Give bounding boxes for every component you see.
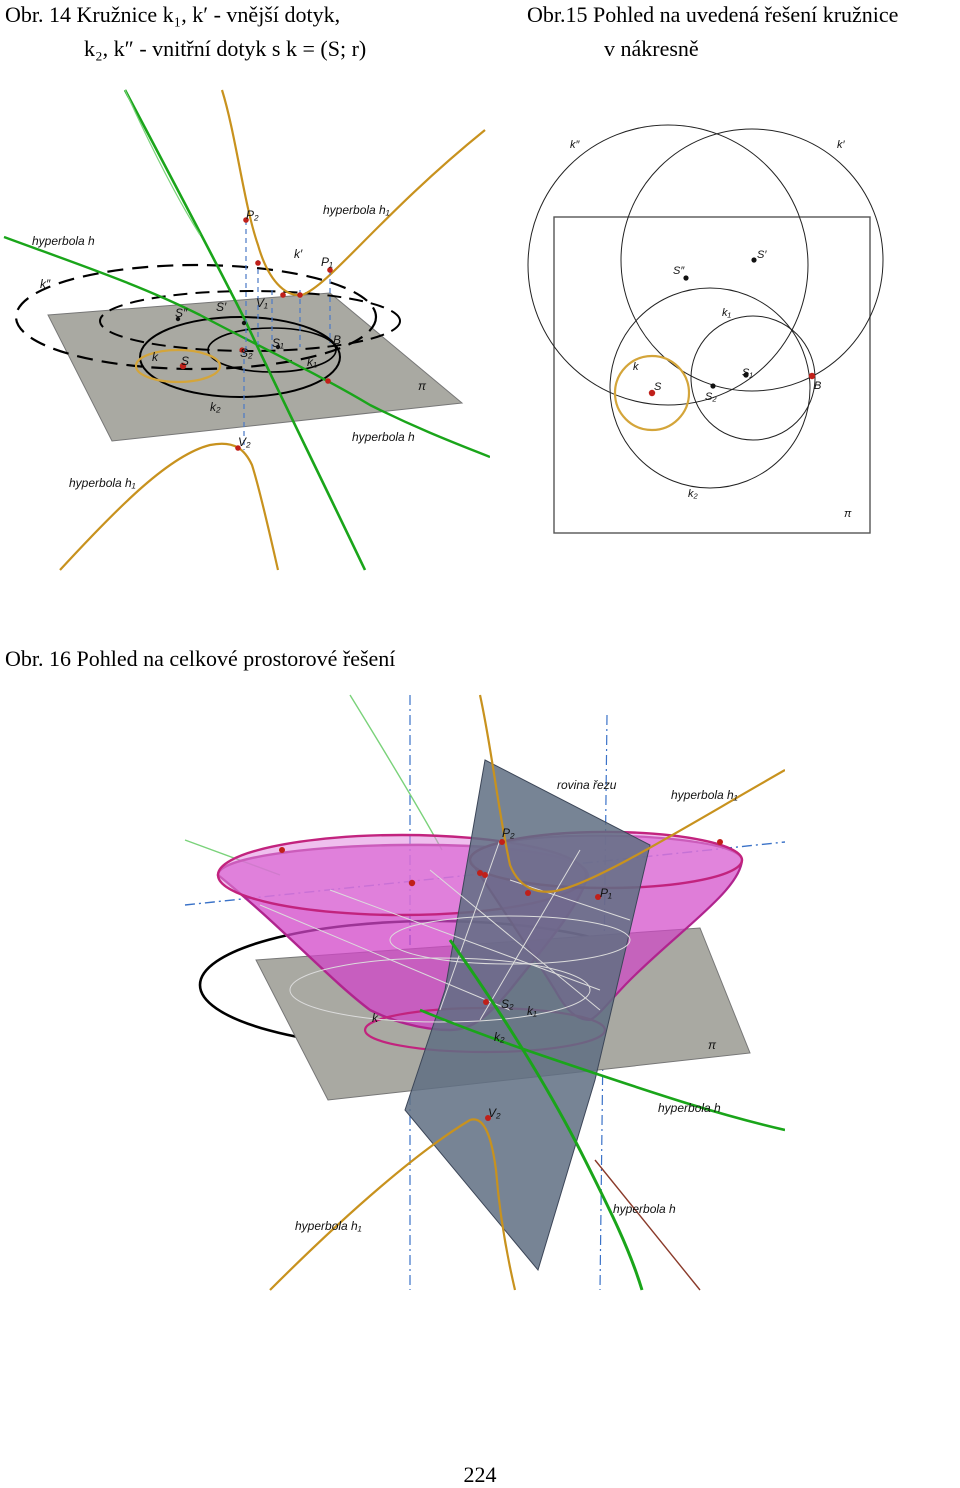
label-P1: P₁: [600, 886, 612, 900]
label-k2: k₂: [494, 1030, 505, 1044]
fig14-diagram: hyperbola h₁ hyperbola h k″ k′ P₂ P₁ S″ …: [3, 89, 490, 571]
label-B: B: [814, 380, 821, 392]
circle-k-double-prime: [14, 263, 378, 371]
label-S2: S₂: [240, 346, 253, 360]
fig16-diagram: rovina řezu hyperbola h₁ P₂ P₁ S₂ k₁ k k…: [184, 694, 785, 1291]
label-k-double-prime: k″: [570, 139, 581, 151]
label-V1: V₁: [256, 296, 268, 310]
hyperbola-h-line: [123, 89, 367, 571]
label-k1: k₁: [722, 307, 732, 319]
hyperbola-h1-upper: [478, 694, 785, 893]
label-k-double-prime: k″: [40, 277, 51, 291]
hyperbola-h-branch: [419, 1008, 785, 1132]
label-pi: π: [418, 379, 427, 393]
label-S: S: [654, 381, 662, 393]
label-S-double-prime: S″: [175, 306, 188, 320]
label-hyperbola-h1-top: hyperbola h₁: [323, 203, 390, 217]
circle-k-double-prime: [527, 124, 809, 406]
label-hyperbola-h1-top: hyperbola h₁: [671, 788, 738, 802]
label-k1: k₁: [527, 1004, 537, 1018]
label-S1: S₁: [272, 336, 284, 350]
label-hyperbola-h-right: hyperbola h: [658, 1101, 721, 1115]
page-number: 224: [463, 1462, 497, 1487]
label-S-prime: S′: [216, 300, 227, 314]
label-S2: S₂: [501, 997, 514, 1011]
label-V2: V₂: [238, 435, 251, 449]
centers: [683, 257, 757, 389]
label-B: B: [333, 333, 341, 347]
vertical-projection-lines: [243, 220, 331, 450]
label-P2: P₂: [246, 208, 259, 222]
label-P1: P₁: [321, 255, 333, 269]
label-hyperbola-h-bottom: hyperbola h: [613, 1202, 676, 1216]
fig14-caption-line1: Obr. 14 Kružnice k₁, k′ - vnější dotyk,: [5, 2, 341, 27]
fig15-diagram: k″ k′ S″ S′ k₁ k S₁ S S₂ B k₂ π: [527, 124, 884, 534]
label-k2: k₂: [688, 488, 699, 500]
circle-k2: [609, 287, 811, 489]
label-pi: π: [708, 1038, 717, 1052]
label-S1: S₁: [742, 367, 753, 379]
circle-k-prime: [99, 290, 401, 352]
fig14-caption-line2: k₂, k″ - vnitřní dotyk s k = (S; r): [84, 36, 367, 61]
label-k-prime: k′: [294, 247, 303, 261]
circle-k: [613, 354, 691, 432]
label-rovina-rezu: rovina řezu: [557, 778, 617, 792]
fig16-caption: Obr. 16 Pohled na celkové prostorové řeš…: [5, 646, 396, 671]
centers: [175, 316, 281, 350]
label-hyperbola-h1-bottom: hyperbola h₁: [69, 476, 136, 490]
label-V2: V₂: [488, 1106, 501, 1120]
points: [179, 217, 333, 451]
construction-lines: [259, 839, 631, 1023]
label-k1: k₁: [307, 355, 317, 369]
plane-pi-rect: [553, 216, 871, 534]
hyperbola-h1-lower: [59, 442, 280, 571]
label-S: S: [181, 354, 189, 368]
label-hyperbola-h-left: hyperbola h: [32, 234, 95, 248]
points: [279, 839, 723, 1121]
fig15-caption-line1: Obr.15 Pohled na uvedená řešení kružnice: [527, 2, 899, 27]
circle-k: [134, 348, 222, 384]
label-k: k: [633, 361, 639, 373]
hyperbola-h-branch: [3, 235, 490, 459]
label-k-prime: k′: [837, 139, 846, 151]
hyperbola-h-thin: [124, 89, 201, 236]
dark-red-line: [594, 1159, 701, 1291]
point-S: [648, 389, 656, 397]
point-B: [808, 372, 816, 380]
label-hyperbola-h-bottom: hyperbola h: [352, 430, 415, 444]
label-S2: S₂: [705, 391, 717, 403]
label-P2: P₂: [502, 826, 515, 840]
label-k: k: [152, 350, 159, 364]
circle-k1: [690, 315, 816, 441]
circle-k-prime: [620, 128, 884, 392]
label-k: k: [372, 1011, 379, 1025]
circle-k2: [139, 316, 341, 398]
label-S-prime: S′: [757, 249, 767, 261]
hyperbola-h1-upper: [220, 89, 486, 297]
hyperbola-h-line: [448, 939, 644, 1291]
fig15-caption-line2: v nákresně: [604, 36, 699, 61]
hyperbola-h-thin: [349, 694, 443, 851]
label-pi: π: [844, 508, 852, 520]
label-S-double-prime: S″: [673, 265, 685, 277]
hyperbola-h1-lower: [269, 1118, 517, 1291]
label-k2: k₂: [210, 400, 221, 414]
plane-rovina-rezu: [404, 759, 651, 1272]
label-hyperbola-h1-bottom: hyperbola h₁: [295, 1219, 362, 1233]
